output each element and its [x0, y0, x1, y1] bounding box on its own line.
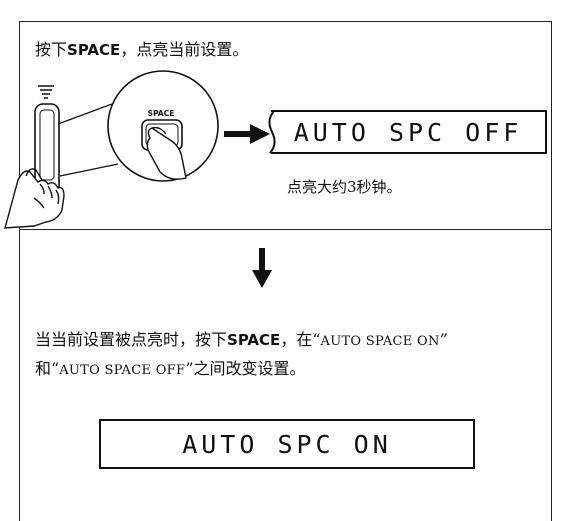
- hand-icon: [4, 168, 65, 229]
- display-curved-edge: [268, 110, 276, 154]
- finger-icon: [146, 126, 187, 180]
- right-arrow-icon: [224, 124, 270, 144]
- section-divider: [19, 229, 552, 230]
- step2-line2-start: 和“: [35, 359, 60, 378]
- step1-prefix: 按下: [35, 40, 68, 59]
- step2-line2: 和“AUTO SPACE OFF”之间改变设置。: [35, 355, 306, 385]
- down-arrow-icon: [252, 248, 272, 288]
- remote-control-illustration: SPACE: [4, 70, 219, 229]
- space-button-label: SPACE: [148, 109, 175, 118]
- instruction-panel: [19, 21, 552, 521]
- step2-line1: 当当前设置被点亮时，按下SPACE，在“AUTO SPACE ON”: [35, 326, 448, 356]
- space-key-label: SPACE: [67, 41, 121, 59]
- step2-line1-prefix: 当当前设置被点亮时，按下: [35, 330, 228, 349]
- display-auto-spc-on: AUTO SPC ON: [99, 419, 475, 469]
- step2-line1-mid: ，在“: [280, 330, 321, 349]
- display2-text: AUTO SPC ON: [182, 429, 392, 459]
- step2-line1-end: ”: [439, 330, 448, 349]
- display1-text: AUTO SPC OFF: [293, 117, 523, 147]
- option-auto-space-on: AUTO SPACE ON: [320, 334, 440, 349]
- display1-caption: 点亮大约3秒钟。: [287, 178, 402, 196]
- step1-suffix: ，点亮当前设置。: [120, 40, 249, 59]
- step2-line2-suffix: ”之间改变设置。: [185, 359, 306, 378]
- display-auto-spc-off: AUTO SPC OFF: [271, 110, 547, 154]
- option-auto-space-off: AUTO SPACE OFF: [59, 363, 186, 378]
- step1-instruction: 按下SPACE，点亮当前设置。: [35, 36, 248, 64]
- signal-icon: [38, 85, 54, 99]
- space-key-label-2: SPACE: [227, 331, 281, 349]
